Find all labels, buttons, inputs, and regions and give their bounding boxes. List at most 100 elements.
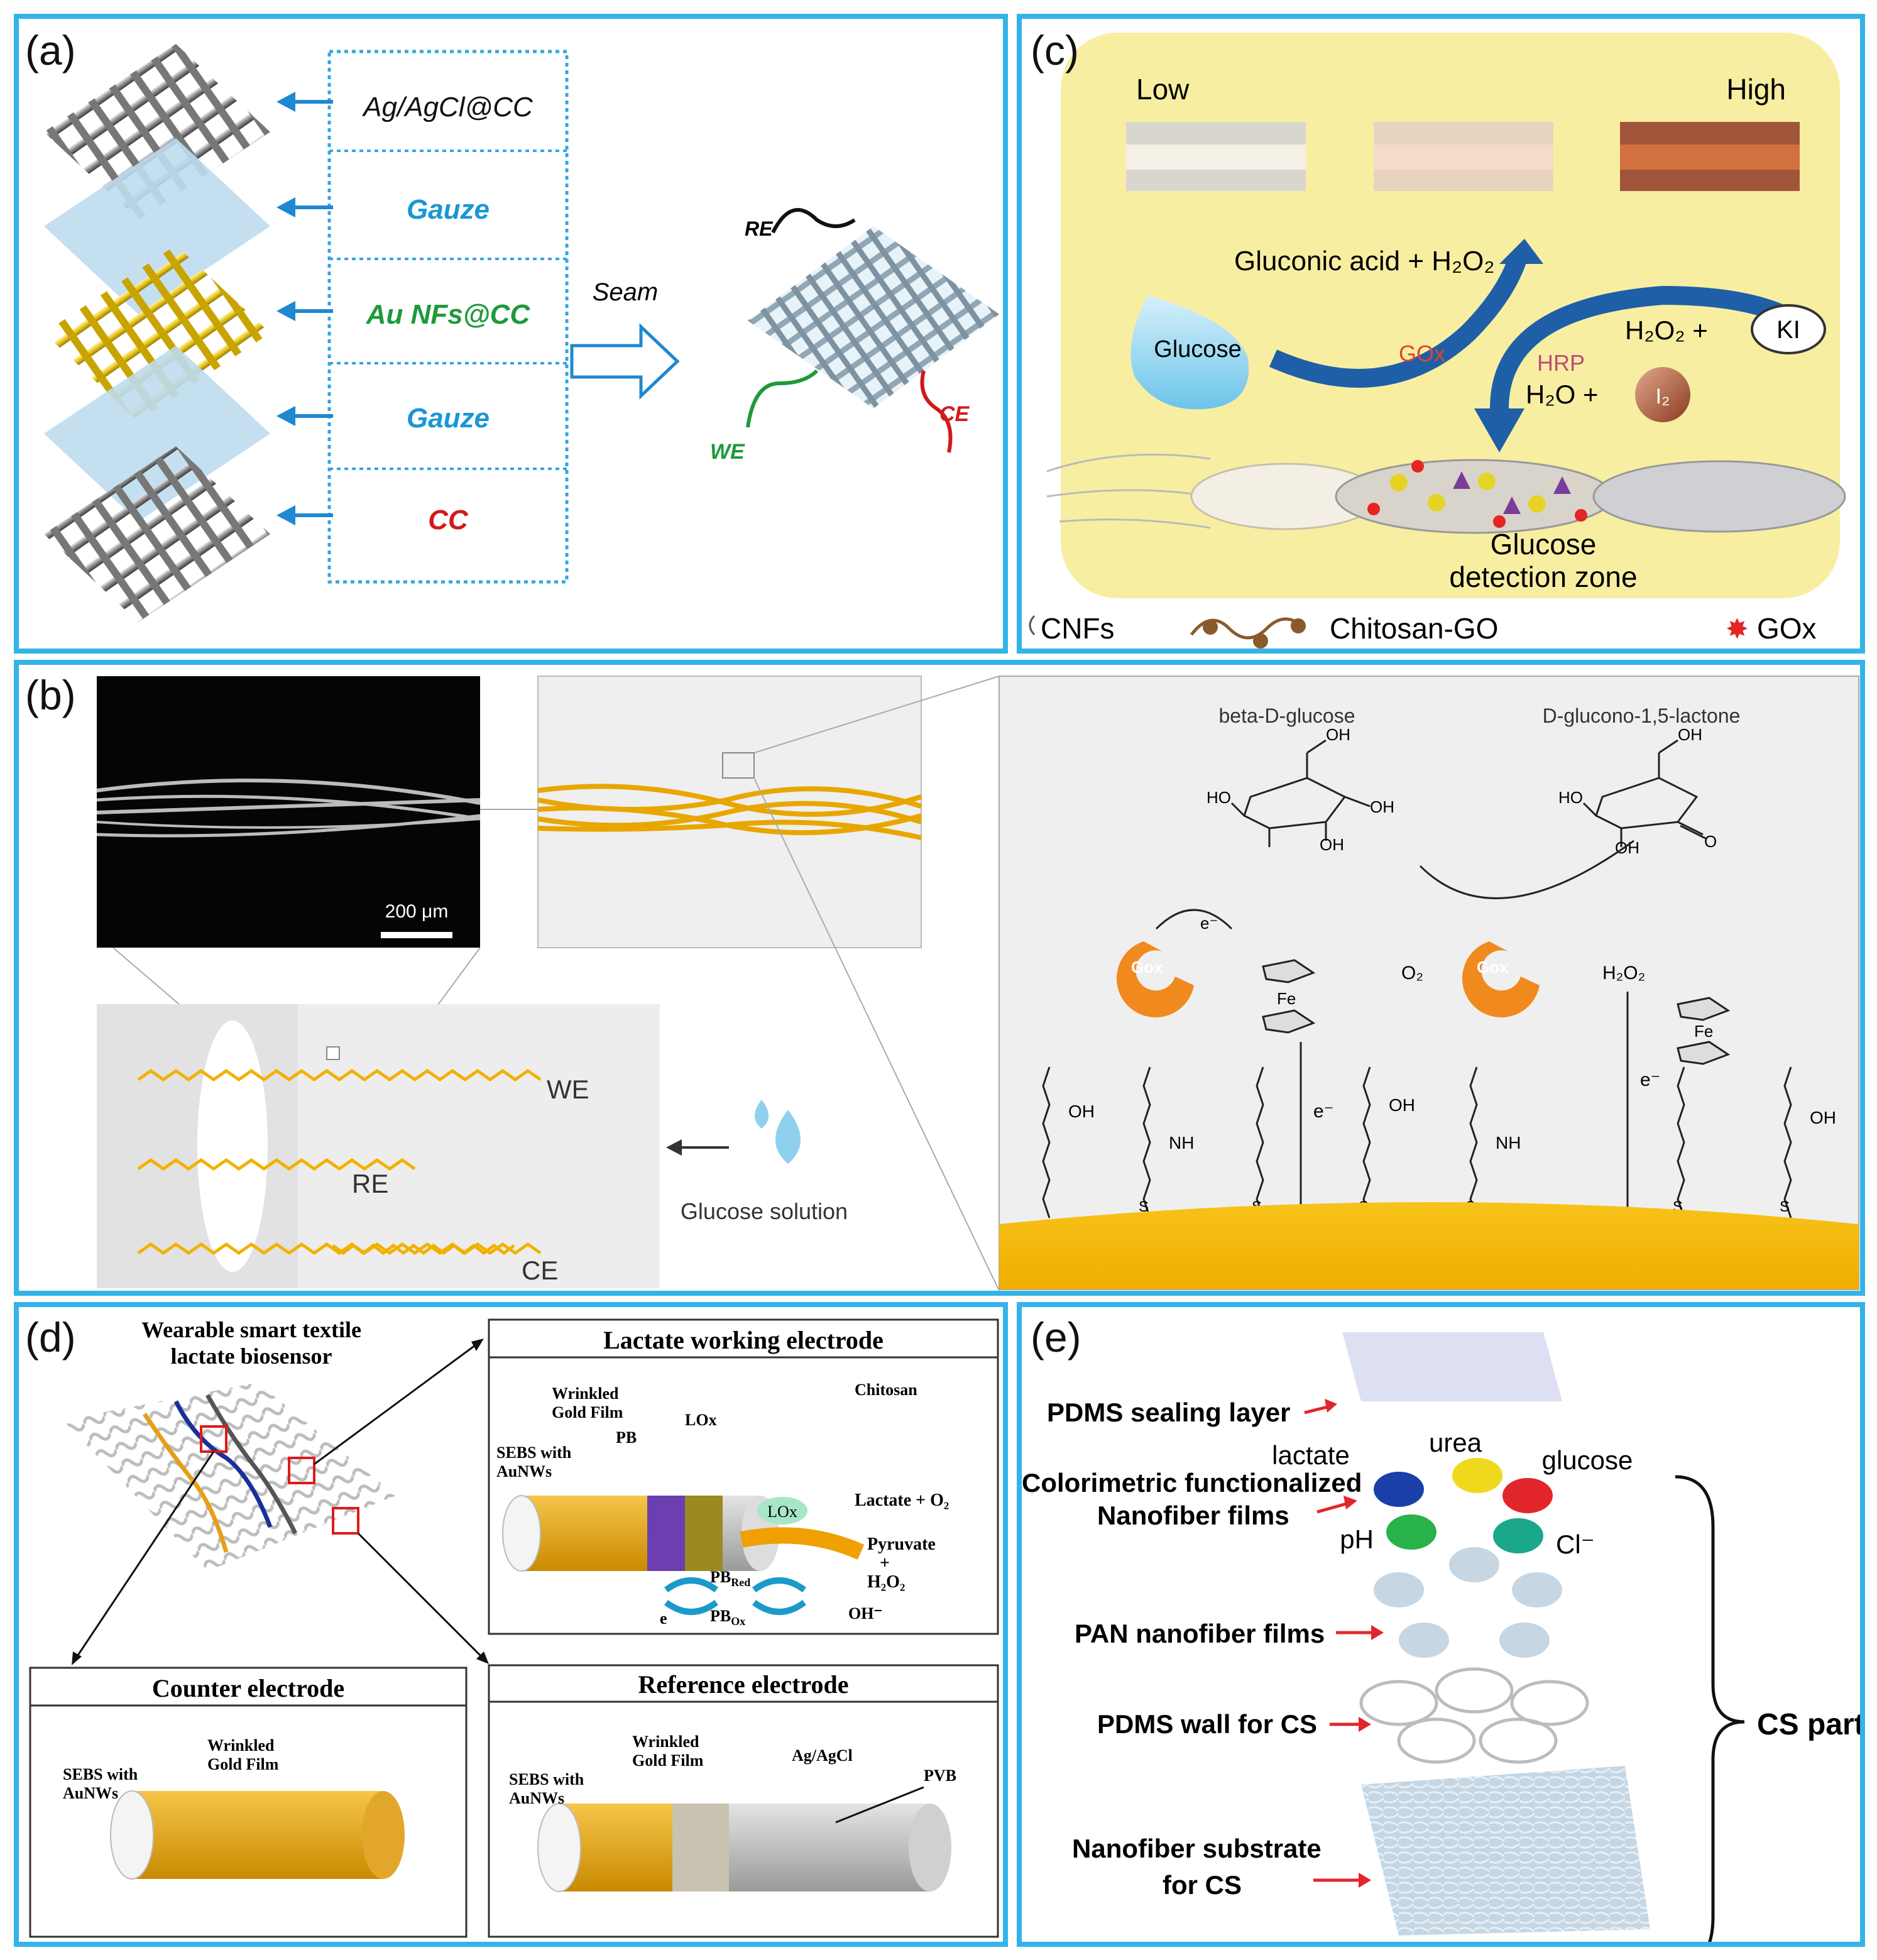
- urea-label: urea: [1429, 1428, 1482, 1457]
- we-wrinkled-2: Gold Film: [552, 1403, 623, 1421]
- fe-label-2: Fe: [1694, 1022, 1713, 1041]
- we-pb-label: PB: [616, 1428, 637, 1447]
- panel-e-label: (e): [1031, 1314, 1081, 1361]
- colorimetric-arrow-icon: [1343, 1496, 1357, 1509]
- nanofiber-substrate: [1361, 1766, 1650, 1935]
- cs-part-label: CS part: [1757, 1708, 1860, 1741]
- gox-label: GOx: [1399, 341, 1445, 366]
- cl-label: Cl⁻: [1556, 1530, 1595, 1559]
- reference-electrode-cylinder: [537, 1803, 951, 1892]
- hrp-label: HRP: [1537, 350, 1585, 376]
- pdms-wall-rings: [1359, 1667, 1589, 1764]
- hrp-reaction-arrow: [1490, 285, 1800, 409]
- glucose-oh-right: OH: [1370, 797, 1394, 816]
- gold-surface: [999, 1202, 1859, 1289]
- legend-gox: GOx: [1757, 612, 1817, 645]
- electron-label: e: [660, 1609, 667, 1628]
- lactone-ho-left: HO: [1558, 788, 1583, 807]
- detection-zone-particles: [1367, 460, 1587, 528]
- gauze-sheet-1: [44, 138, 270, 314]
- assembled-electrode: [748, 226, 999, 408]
- layer-label-ag-agcl: Ag/AgCl@CC: [361, 92, 534, 123]
- lactate-dot: [1374, 1472, 1424, 1507]
- ph-dot: [1386, 1514, 1436, 1550]
- lactate-we-box: [488, 1318, 999, 1635]
- counter-electrode-cylinder: [110, 1790, 405, 1880]
- ce-wrinkled-2: Gold Film: [207, 1755, 279, 1773]
- left-arrow-icon: [666, 1139, 682, 1156]
- panel-a: (a): [14, 14, 1008, 654]
- glucono-lactone-label: D-glucono-1,5-lactone: [1543, 704, 1741, 727]
- lactone-oh-top: OH: [1678, 725, 1702, 744]
- gox-label-2: Gox: [1477, 958, 1509, 977]
- sam-chains: [1042, 1066, 1792, 1218]
- re-label: RE: [745, 217, 774, 240]
- ce-sebs-1: SEBS with: [63, 1765, 138, 1783]
- thiol-s-6: S: [1780, 1198, 1790, 1215]
- gox-enzyme-2: [1462, 941, 1540, 1018]
- panel-c-label: (c): [1031, 27, 1079, 74]
- e-minus-right: e⁻: [1640, 1070, 1661, 1090]
- layer-label-au-nfs: Au NFs@CC: [366, 299, 531, 330]
- urea-dot: [1452, 1458, 1502, 1493]
- ferrocene-2: [1677, 997, 1731, 1065]
- layer-label-gauze-2: Gauze: [407, 403, 490, 434]
- glucose-ho-left: HO: [1207, 788, 1231, 807]
- agagcl-label: Ag/AgCl: [792, 1746, 853, 1765]
- legend-cnfs: CNFs: [1041, 612, 1115, 645]
- lactone-o: O: [1704, 832, 1717, 851]
- zone-label-2: detection zone: [1449, 561, 1637, 593]
- substrate-label-2: for CS: [1163, 1870, 1242, 1900]
- lox-bubble-label: LOx: [767, 1503, 797, 1521]
- pb-red-label: PBRed: [710, 1568, 750, 1589]
- panel-d-label: (d): [25, 1314, 76, 1361]
- we-chitosan-label: Chitosan: [855, 1381, 917, 1399]
- panel-a-diagram: Ag/AgCl@CC Gauze Au NFs@CC Gauze CC Seam…: [44, 44, 999, 622]
- amide-nh-2: NH: [1496, 1133, 1521, 1152]
- au-nfs-mesh: [44, 245, 270, 421]
- pan-arrow-icon: [1371, 1625, 1384, 1640]
- reference-electrode-title: Reference electrode: [638, 1670, 849, 1699]
- layer-label-box: [327, 50, 569, 584]
- h2o2-plus-label: H₂O₂ +: [1625, 315, 1708, 345]
- ferrocene-1: [1262, 959, 1316, 1034]
- panel-d-diagram: Wearable smart textile lactate biosensor…: [29, 1317, 999, 1938]
- pyruvate-arrow: [740, 1527, 865, 1560]
- counter-electrode-title: Counter electrode: [152, 1674, 344, 1702]
- fe-label-1: Fe: [1277, 989, 1296, 1008]
- lactate-we-title: Lactate working electrode: [603, 1326, 884, 1354]
- cc-mesh: [44, 446, 270, 622]
- lactone-oh-bottom: OH: [1615, 838, 1639, 857]
- pan-label: PAN nanofiber films: [1075, 1619, 1325, 1648]
- cnfs-legend-icon: [1029, 615, 1036, 636]
- ce-label: CE: [522, 1256, 558, 1285]
- pyruvate-plus: +: [880, 1553, 890, 1573]
- lactate-o2-label: Lactate + O₂: [855, 1491, 949, 1510]
- re-wrinkled-1: Wrinkled: [632, 1733, 699, 1751]
- layer-label-gauze-1: Gauze: [407, 194, 490, 225]
- colorimetric-label-1: Colorimetric functionalized: [1022, 1468, 1362, 1497]
- ce-label: CE: [939, 402, 970, 426]
- re-lead: [771, 208, 856, 234]
- amide-nh-1: NH: [1169, 1133, 1194, 1152]
- re-label: RE: [352, 1169, 388, 1198]
- lox-bubble: [757, 1497, 807, 1525]
- ki-label: KI: [1776, 316, 1800, 344]
- re-wrinkled-2: Gold Film: [632, 1751, 704, 1770]
- we-lox-label: LOx: [685, 1411, 717, 1429]
- pb-ox-label: PBOx: [710, 1607, 745, 1628]
- counter-fiber: [143, 1413, 229, 1553]
- we-wire: [137, 1068, 542, 1082]
- sensor-pad: [197, 1021, 268, 1272]
- sealing-arrow-icon: [1325, 1399, 1337, 1413]
- e-minus-left: e⁻: [1313, 1101, 1334, 1122]
- wearable-title-2: lactate biosensor: [171, 1344, 332, 1369]
- we-wrinkled-1: Wrinkled: [552, 1384, 619, 1403]
- pdms-sealing-sheet: [1342, 1332, 1562, 1401]
- we-label: WE: [547, 1075, 589, 1104]
- surface-chemistry-box: [999, 676, 1859, 1290]
- scale-bar-label: 200 μm: [385, 901, 449, 922]
- h2o-plus-label: H₂O +: [1526, 380, 1599, 409]
- glucose-solution-label: Glucose solution: [681, 1198, 848, 1224]
- thiol-s-1: S: [1139, 1198, 1149, 1215]
